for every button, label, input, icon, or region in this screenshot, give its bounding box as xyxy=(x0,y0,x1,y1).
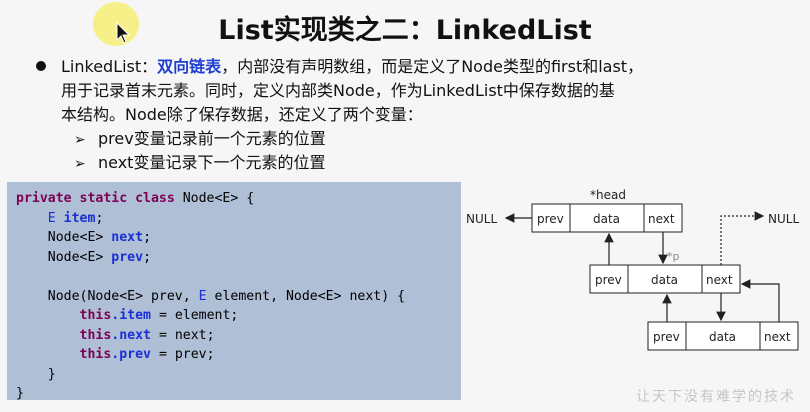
node-2: prev data next xyxy=(589,264,741,294)
code-field: .item xyxy=(111,308,151,323)
node-2-data-label: data xyxy=(651,273,678,287)
code-type: E xyxy=(198,288,207,304)
para-highlight: 双向链表 xyxy=(157,57,222,76)
node-3-prev-label: prev xyxy=(653,330,680,344)
node-1-data-label: data xyxy=(593,212,620,226)
code-field: .next xyxy=(111,327,151,343)
code-text: element, Node<E> next) { xyxy=(206,288,406,304)
sub-bullet-next: ➢ next变量记录下一个元素的位置 xyxy=(74,152,325,175)
node-3-next-label: next xyxy=(764,330,791,344)
code-field: .prev xyxy=(111,347,151,362)
code-type: Node<E> xyxy=(47,249,104,265)
null-left-label: NULL xyxy=(466,212,497,226)
para-line-1: LinkedList：双向链表，内部没有声明数组，而是定义了Node类型的fir… xyxy=(61,55,781,79)
code-text: = next; xyxy=(151,327,215,343)
node-3-prev-cell xyxy=(647,321,687,351)
node-3-data-cell xyxy=(685,321,761,351)
node-1-prev-cell xyxy=(531,203,571,233)
code-text: Node(Node<E> prev, xyxy=(47,288,199,304)
arrow-bullet-icon: ➢ xyxy=(74,132,86,148)
node-1-next-label: next xyxy=(648,212,675,226)
node-1-prev-label: prev xyxy=(537,212,564,226)
code-text: } xyxy=(16,386,24,401)
node-3: prev data next xyxy=(647,321,799,351)
mouse-pointer-icon xyxy=(116,22,130,44)
linked-list-diagram: *head *p NULL NULL prev data next prev d… xyxy=(466,188,799,351)
para-line1-rest: ，内部没有声明数组，而是定义了Node类型的first和last， xyxy=(221,57,644,76)
sub-bullet-prev-text: prev变量记录前一个元素的位置 xyxy=(98,129,326,148)
cursor-highlight xyxy=(93,2,139,46)
code-text: } xyxy=(47,366,56,382)
code-text: = prev; xyxy=(151,347,215,362)
node-2-data-cell xyxy=(627,264,703,294)
para-lead: LinkedList： xyxy=(61,57,158,76)
node-2-next-label: next xyxy=(706,273,733,287)
code-keyword: this xyxy=(79,327,112,343)
para-line-2: 用于记录首末元素。同时，定义内部类Node，作为LinkedList中保存数据的… xyxy=(61,81,615,100)
watermark: 让天下没有难学的技术 xyxy=(636,389,796,405)
null-right-label: NULL xyxy=(768,212,799,226)
slide-title: List实现类之二：LinkedList xyxy=(218,15,592,46)
bullet-icon xyxy=(36,61,46,71)
code-field: prev xyxy=(111,249,144,265)
arrow-bullet-icon: ➢ xyxy=(74,156,86,172)
code-field: next xyxy=(111,230,144,245)
prev-arrow-3 xyxy=(740,279,780,322)
code-type: Node<E> xyxy=(47,230,104,245)
head-label: *head xyxy=(590,188,626,202)
para-line-3: 本结构。Node除了保存数据，还定义了两个变量： xyxy=(61,105,423,124)
description-paragraph: LinkedList：双向链表，内部没有声明数组，而是定义了Node类型的fir… xyxy=(61,55,781,127)
code-text: = element; xyxy=(151,308,239,323)
p-label: *p xyxy=(667,250,680,263)
sub-bullet-next-text: next变量记录下一个元素的位置 xyxy=(98,153,326,172)
node-1: prev data next xyxy=(531,203,683,233)
code-field: item xyxy=(63,210,96,226)
code-keyword: this xyxy=(79,347,112,362)
node-3-data-label: data xyxy=(709,330,736,344)
code-keyword: private static class xyxy=(16,191,175,206)
code-type: E xyxy=(47,210,56,226)
node-2-prev-label: prev xyxy=(595,273,622,287)
sub-bullet-prev: ➢ prev变量记录前一个元素的位置 xyxy=(74,128,326,151)
code-keyword: this xyxy=(79,308,112,323)
node-3-next-cell xyxy=(759,321,799,351)
code-text: Node<E> { xyxy=(174,191,255,206)
next-null-dotted-arrow xyxy=(720,211,765,265)
code-block: private static class Node<E> { E item; N… xyxy=(7,182,461,401)
